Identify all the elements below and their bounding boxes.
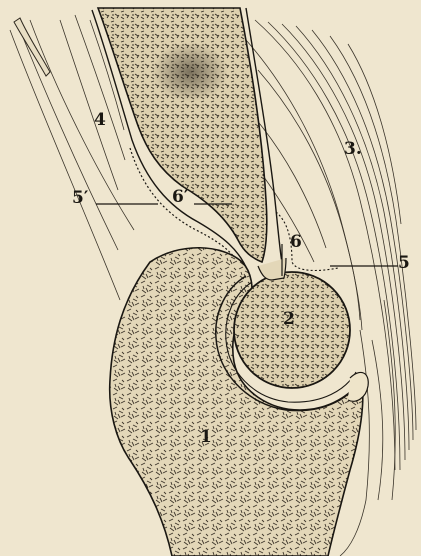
label-2: 2 [283, 309, 295, 329]
label-3: 3. [344, 139, 362, 159]
label-1: 1 [200, 427, 212, 447]
label-5: 5 [398, 253, 410, 273]
label-6: 6 [290, 232, 302, 252]
bone-head [234, 272, 350, 388]
label-5-prime: 5′ [72, 188, 89, 208]
marrow-dark-spot [152, 42, 228, 102]
label-4: 4 [94, 110, 106, 130]
label-6-prime: 6′ [172, 187, 189, 207]
